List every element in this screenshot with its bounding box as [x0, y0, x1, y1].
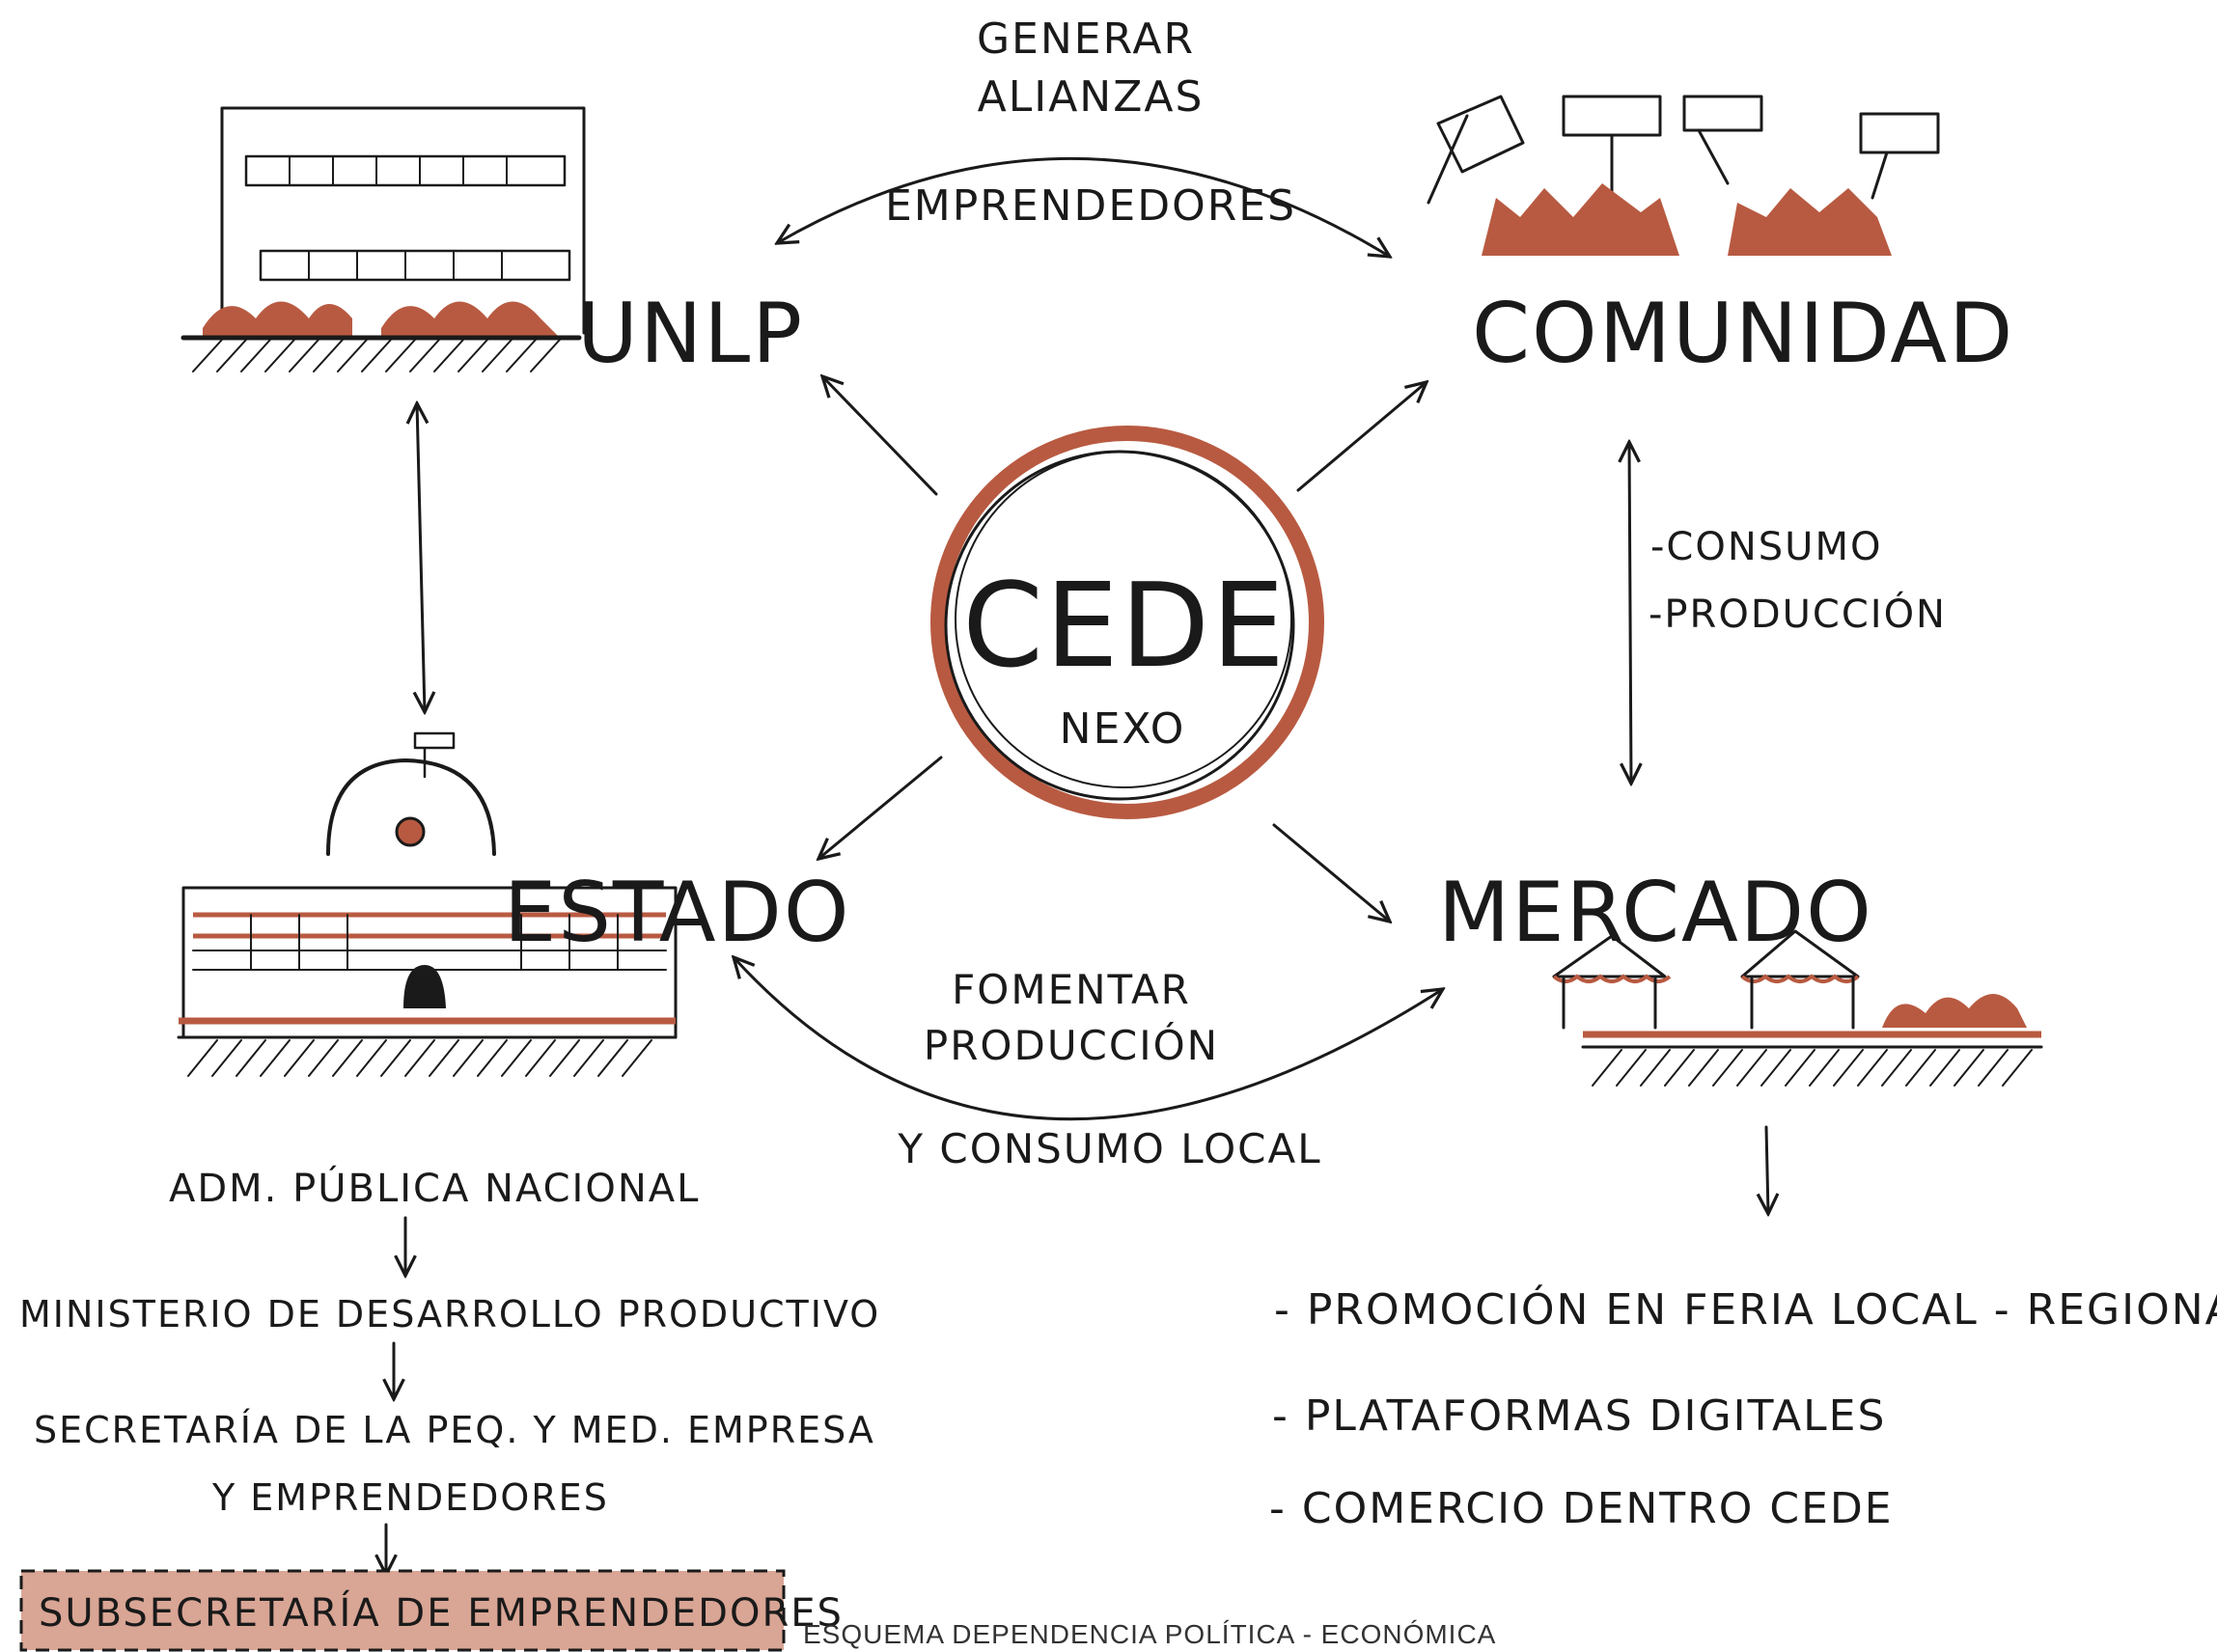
- right-link-item2: -PRODUCCIÓN: [1649, 591, 1947, 637]
- market-action-1: - PROMOCIÓN EN FERIA LOCAL - REGIONAL: [1274, 1283, 2217, 1335]
- cede-subtitle: NEXO: [1060, 704, 1186, 754]
- diagram-caption: ESQUEMA DEPENDENCIA POLÍTICA - ECONÓMICA: [803, 1619, 1497, 1649]
- mercado-node: MERCADO: [1438, 865, 2043, 1087]
- comunidad-node: COMUNIDAD: [1427, 95, 2014, 382]
- unlp-node: UNLP: [180, 106, 804, 382]
- top-arc: GENERAR ALIANZAS EMPRENDEDORES: [777, 14, 1390, 257]
- arrow-to-unlp: [822, 376, 938, 496]
- hierarchy-chain: ADM. PÚBLICA NACIONAL MINISTERIO DE DESA…: [19, 1165, 880, 1652]
- bottom-arc-line1: FOMENTAR: [952, 966, 1191, 1013]
- top-arc-line1: GENERAR: [977, 14, 1195, 64]
- hierarchy-item-4: Y EMPRENDEDORES: [211, 1476, 609, 1519]
- market-action-3: - COMERCIO DENTRO CEDE: [1269, 1484, 1894, 1533]
- bottom-arc: FOMENTAR PRODUCCIÓN Y CONSUMO LOCAL: [734, 957, 1443, 1172]
- comunidad-label: COMUNIDAD: [1472, 286, 2014, 382]
- arrow-to-mercado: [1272, 823, 1390, 922]
- center-arrows: [818, 376, 1427, 922]
- subsecretaria-highlight-box: [19, 1569, 786, 1652]
- top-arc-line3: EMPRENDEDORES: [885, 181, 1296, 231]
- top-arc-arrow: [777, 156, 1390, 257]
- university-building-icon: [180, 106, 586, 372]
- hierarchy-item-2: MINISTERIO DE DESARROLLO PRODUCTIVO: [19, 1293, 880, 1335]
- estado-label: ESTADO: [504, 865, 851, 961]
- market-stalls-icon: [1552, 929, 2043, 1087]
- bottom-arc-line3: Y CONSUMO LOCAL: [897, 1125, 1321, 1172]
- unlp-label: UNLP: [577, 286, 804, 382]
- bottom-arc-line2: PRODUCCIÓN: [924, 1021, 1219, 1069]
- arrow-to-comunidad: [1296, 382, 1427, 492]
- mercado-label: MERCADO: [1438, 865, 1873, 961]
- government-building-icon: [177, 731, 678, 1077]
- hierarchy-item-3: SECRETARÍA DE LA PEQ. Y MED. EMPRESA: [34, 1409, 875, 1451]
- market-action-2: - PLATAFORMAS DIGITALES: [1272, 1391, 1886, 1441]
- estado-node: ESTADO: [177, 731, 851, 1077]
- market-actions-list: - PROMOCIÓN EN FERIA LOCAL - REGIONAL - …: [1269, 1283, 2217, 1533]
- right-link-item1: -CONSUMO: [1650, 525, 1882, 569]
- mercado-down-arrow: [1766, 1125, 1768, 1214]
- comunidad-mercado-arrow: [1629, 442, 1631, 784]
- unlp-estado-arrow: [417, 403, 425, 712]
- cede-title: CEDE: [962, 560, 1287, 694]
- bottom-arc-arrow: [734, 957, 1443, 1121]
- top-arc-line2: ALIANZAS: [978, 72, 1205, 122]
- arrow-to-estado: [818, 756, 943, 859]
- community-protest-icon: [1427, 95, 1940, 256]
- cede-node: CEDE NEXO: [930, 426, 1324, 819]
- hierarchy-item-1: ADM. PÚBLICA NACIONAL: [169, 1165, 700, 1211]
- hierarchy-item-5: SUBSECRETARÍA DE EMPRENDEDORES: [39, 1589, 844, 1636]
